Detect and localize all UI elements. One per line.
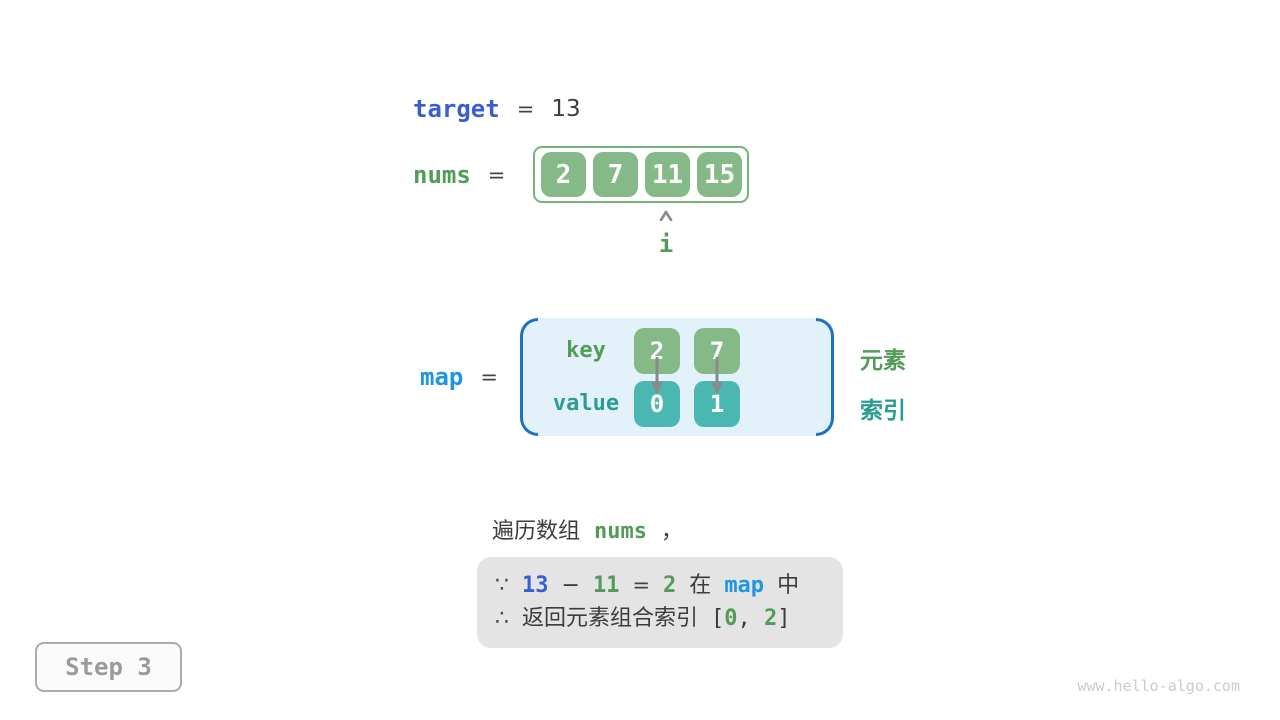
conclusion-line-because: ∵ 13 − 11 = 2 在 map 中: [495, 569, 843, 602]
legend-index: 索引: [860, 398, 906, 424]
map-equals: =: [480, 365, 498, 389]
map-value-cell: 1: [694, 381, 740, 427]
map-value-label: value: [552, 391, 620, 416]
result-index-1: 0: [724, 606, 738, 631]
open-bracket: [: [711, 606, 725, 631]
conclusion-line-therefore: ∴ 返回元素组合索引 [ 0 , 2 ]: [495, 602, 843, 635]
therefore-symbol: ∴: [495, 606, 509, 631]
nums-array: 2 7 11 15: [533, 146, 749, 203]
subtrahend-value: 11: [592, 573, 620, 598]
caret-up-icon: [659, 210, 673, 221]
minus-sign: −: [561, 573, 580, 598]
target-variable: target: [413, 95, 500, 123]
map-right-paren: [816, 318, 834, 436]
nums-array-cell: 7: [593, 152, 638, 197]
minuend-value: 13: [522, 573, 549, 598]
site-watermark: www.hello-algo.com: [1077, 677, 1240, 695]
nums-variable: nums: [413, 160, 471, 189]
equals-sign: =: [632, 573, 651, 597]
map-key-label: key: [566, 338, 606, 363]
caption-code-nums: nums: [594, 519, 647, 544]
arrow-down-icon: [711, 357, 723, 395]
caption-row: 遍历数组 nums ，: [492, 513, 683, 545]
index-pair: [ 0 , 2 ]: [711, 602, 791, 635]
map-variable: map: [420, 363, 464, 391]
end-word: 中: [777, 573, 800, 598]
in-word: 在: [689, 573, 712, 598]
target-row: target = 13: [413, 95, 581, 123]
nums-row: nums =: [413, 146, 505, 203]
map-container: key value 2 7 0 1: [520, 318, 834, 436]
pointer-i-label: i: [658, 230, 674, 258]
legend-element: 元素: [860, 348, 906, 374]
because-symbol: ∵: [495, 573, 509, 598]
close-bracket: ]: [777, 606, 791, 631]
pair-comma: ,: [737, 606, 765, 631]
step-label: Step 3: [65, 653, 152, 681]
arrow-down-icon: [651, 357, 663, 395]
target-value: 13: [551, 96, 581, 122]
nums-array-cell: 11: [645, 152, 690, 197]
step-badge: Step 3: [35, 642, 182, 692]
difference-value: 2: [663, 573, 677, 598]
caption-text: 遍历数组: [492, 519, 581, 544]
caption-comma: ，: [661, 519, 684, 544]
map-value-cell: 0: [634, 381, 680, 427]
map-left-paren: [520, 318, 538, 436]
nums-array-cell: 15: [697, 152, 742, 197]
nums-array-cell: 2: [541, 152, 586, 197]
conclusion-panel: ∵ 13 − 11 = 2 在 map 中 ∴ 返回元素组合索引 [ 0 , 2…: [477, 557, 843, 648]
nums-equals: =: [487, 162, 506, 187]
map-row: map =: [420, 318, 498, 436]
result-index-2: 2: [764, 606, 778, 631]
target-equals: =: [516, 97, 535, 121]
map-word: map: [724, 573, 765, 598]
conclusion-text: 返回元素组合索引: [522, 606, 699, 631]
